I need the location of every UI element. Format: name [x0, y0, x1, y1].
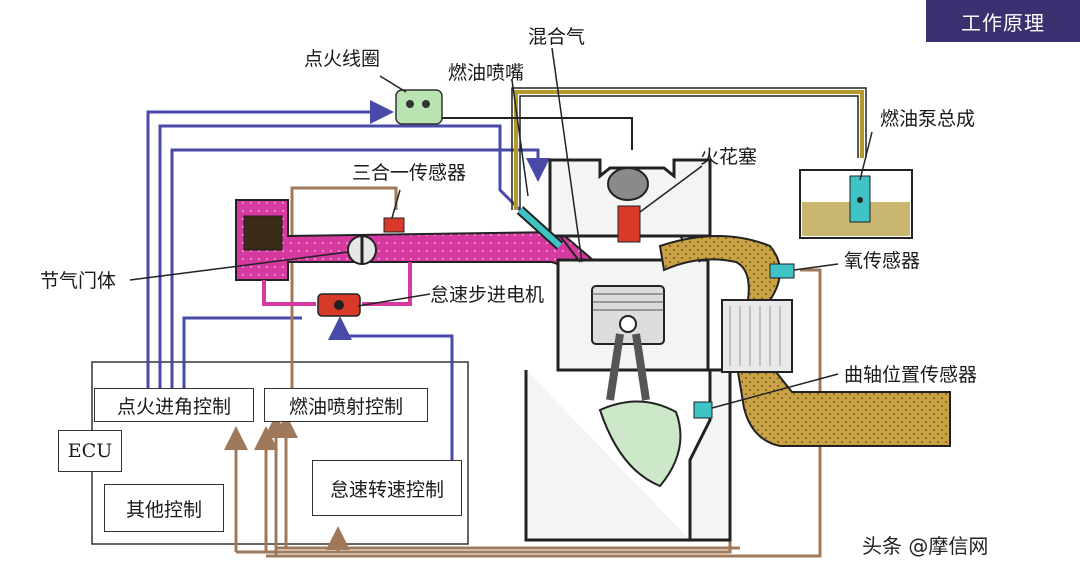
fuel-tank	[799, 169, 913, 239]
label-oxygen-sensor: 氧传感器	[844, 250, 921, 272]
ecu-other-control: 其他控制	[104, 484, 224, 532]
label-crank-position-sensor: 曲轴位置传感器	[844, 364, 978, 386]
label-idle-stepper-motor: 怠速步进电机	[430, 284, 545, 306]
engine-block	[524, 158, 732, 542]
title-badge: 工作原理	[926, 0, 1080, 42]
control-wires	[146, 100, 550, 470]
label-throttle-body: 节气门体	[40, 270, 117, 292]
intake-manifold	[235, 199, 602, 317]
label-fuel-injector: 燃油喷嘴	[448, 62, 525, 84]
crank-sensor	[693, 401, 713, 419]
label-three-in-one-sensor: 三合一传感器	[352, 162, 467, 184]
ecu-ignition-control: 点火进角控制	[94, 388, 254, 422]
ecu-label: ECU	[58, 430, 122, 472]
label-ignition-coil: 点火线圈	[304, 48, 381, 70]
watermark: 头条 @摩信网	[862, 534, 989, 558]
label-spark-plug: 火花塞	[700, 146, 758, 168]
label-fuel-pump-assembly: 燃油泵总成	[880, 108, 976, 130]
ecu-idle-speed-control: 怠速转速控制	[312, 460, 462, 516]
ecu-fuel-injection-control: 燃油喷射控制	[264, 388, 428, 422]
label-mixture: 混合气	[528, 26, 586, 48]
fuel-lines	[514, 90, 864, 210]
exhaust-system	[658, 235, 951, 447]
ignition-coil	[395, 89, 633, 150]
leader-lines	[129, 47, 873, 409]
fuel-injector	[516, 206, 564, 250]
